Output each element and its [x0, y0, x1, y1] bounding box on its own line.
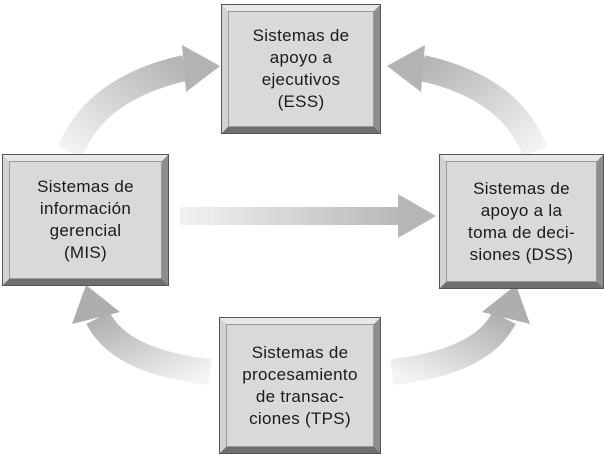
node-mis-line: gerencial — [49, 221, 122, 240]
node-mis-label: Sistemas de información gerencial (MIS) — [37, 176, 134, 264]
node-ess-line: Sistemas de — [252, 26, 350, 45]
node-mis-line: (MIS) — [63, 243, 108, 262]
node-tps-label: Sistemas de procesamiento de transac- ci… — [242, 342, 357, 430]
node-dss-line: siones (DSS) — [469, 244, 574, 264]
arrow-mis-to-dss — [180, 194, 436, 238]
node-mis-line: información — [39, 199, 132, 218]
node-mis: Sistemas de información gerencial (MIS) — [2, 154, 169, 286]
arrow-tps-to-mis — [72, 285, 212, 385]
node-dss-line: apoyo a la — [480, 200, 563, 220]
arrow-mis-to-ess — [57, 45, 220, 158]
node-ess-label: Sistemas de apoyo a ejecutivos (ESS) — [253, 25, 350, 113]
node-tps: Sistemas de procesamiento de transac- ci… — [219, 317, 381, 454]
node-dss: Sistemas de apoyo a la toma de deci- sio… — [439, 154, 604, 289]
node-ess-line: (ESS) — [277, 92, 325, 111]
node-tps-line: ciones (TPS) — [249, 408, 351, 428]
node-ess-line: ejecutivos — [261, 70, 341, 89]
node-tps-line: Sistemas de — [251, 342, 349, 362]
node-tps-line: procesamiento — [242, 364, 358, 384]
node-tps-line: de transac- — [255, 386, 345, 406]
arrow-dss-to-ess — [387, 45, 548, 157]
node-ess: Sistemas de apoyo a ejecutivos (ESS) — [221, 4, 381, 134]
node-dss-label: Sistemas de apoyo a la toma de deci- sio… — [468, 178, 575, 266]
node-dss-line: toma de deci- — [468, 222, 575, 242]
node-dss-line: Sistemas de — [473, 178, 570, 198]
node-mis-line: Sistemas de — [37, 177, 134, 196]
node-ess-line: apoyo a — [269, 48, 333, 67]
arrow-tps-to-dss — [390, 285, 530, 385]
